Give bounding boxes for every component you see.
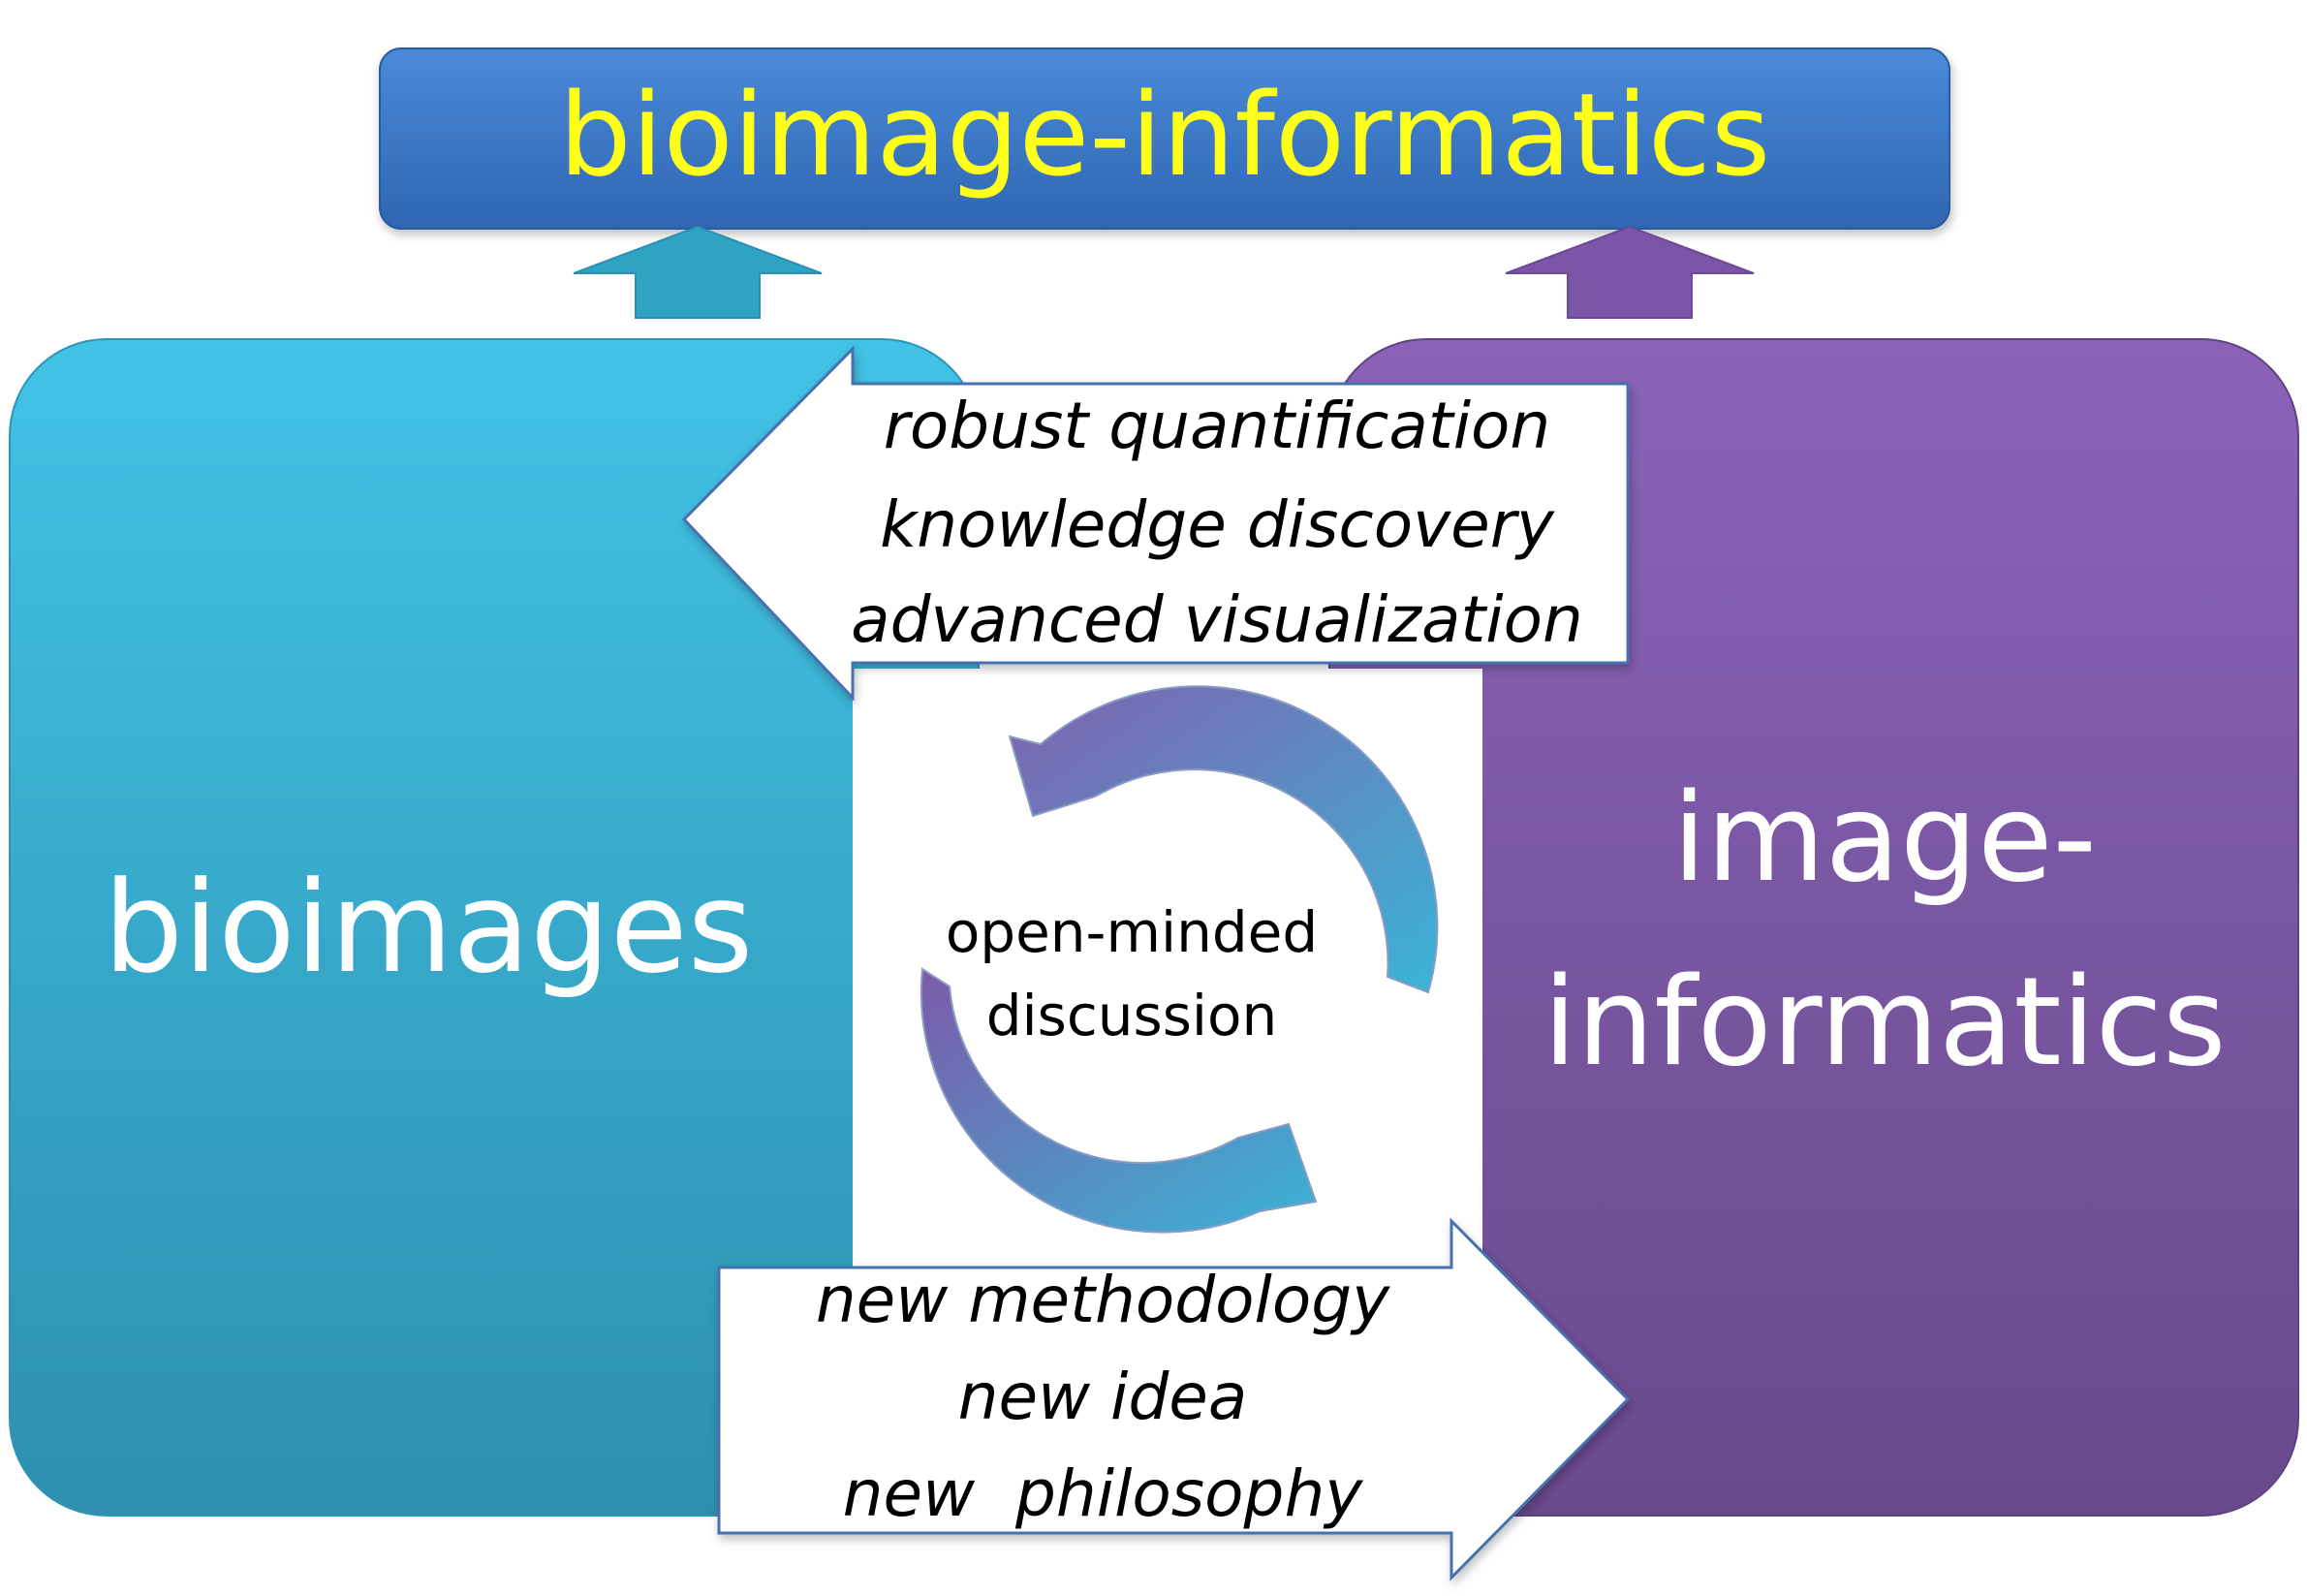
banner-title: bioimage-informatics: [559, 68, 1770, 202]
cycle-arrow-bottom-icon: [920, 967, 1318, 1234]
right-arrow-line3: new philosophy: [843, 1456, 1364, 1531]
left-arrow-box: [681, 345, 1630, 702]
cycle-arrow-top-icon: [1008, 685, 1439, 994]
bioimages-label: bioimages: [104, 854, 754, 1001]
image-informatics-label-line1: image-: [1672, 767, 2097, 909]
banner-box: [379, 47, 1950, 230]
left-arrow-line3: advanced visualization: [851, 582, 1583, 657]
up-arrow-left-icon: [573, 225, 823, 319]
right-arrow-line1: new methodology: [816, 1263, 1390, 1337]
cycle-line2: discussion: [986, 983, 1278, 1048]
left-arrow-line2: knowledge discovery: [880, 487, 1555, 562]
left-arrow-line1: robust quantification: [884, 389, 1551, 463]
right-arrow-line2: new idea: [958, 1360, 1248, 1434]
up-arrow-right-icon: [1505, 225, 1755, 319]
image-informatics-label-line2: informatics: [1543, 951, 2226, 1093]
right-arrow-box: [717, 1217, 1631, 1581]
cycle-line1: open-minded: [946, 899, 1318, 965]
